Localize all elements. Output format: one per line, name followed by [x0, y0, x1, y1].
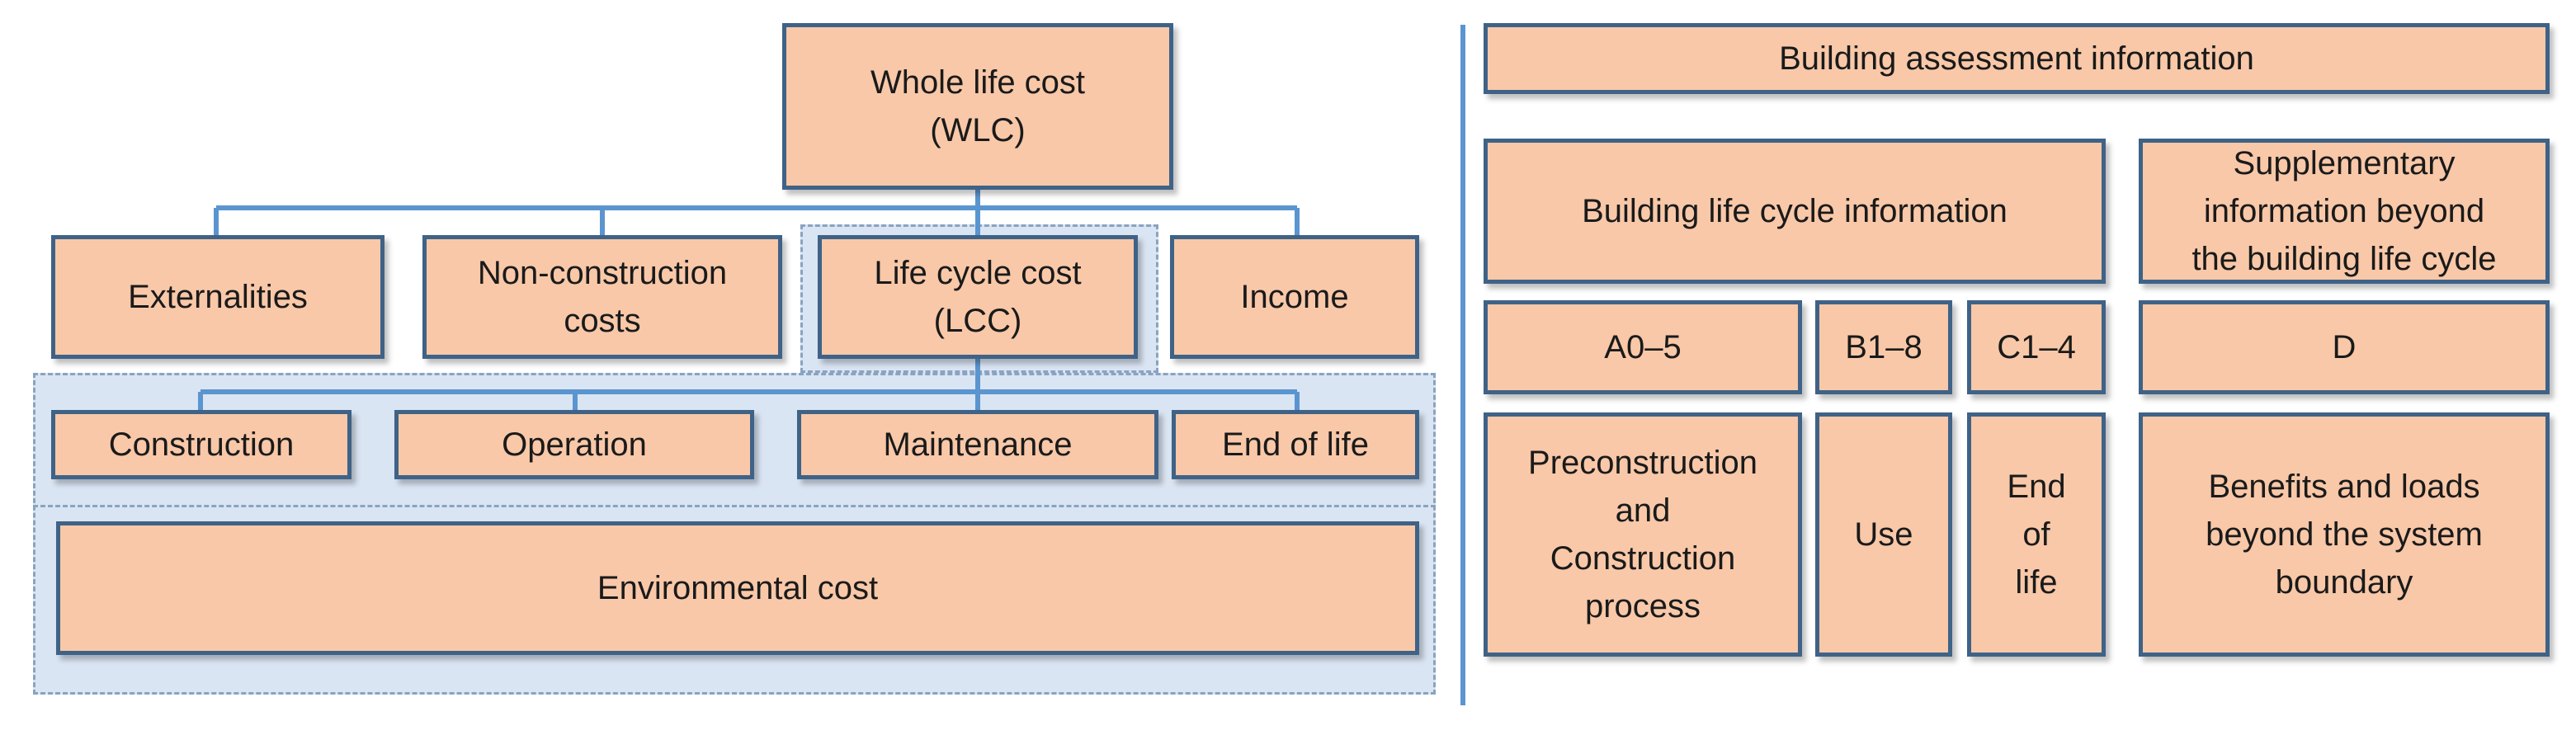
module-a-label: A0–5	[1604, 329, 1682, 365]
income-box: Income	[1170, 235, 1419, 359]
module-d-label: D	[2332, 329, 2357, 365]
environmental-cost-label: Environmental cost	[597, 570, 879, 606]
building-assessment-box: Building assessment information	[1484, 23, 2550, 94]
externalities-label: Externalities	[128, 279, 308, 315]
end-of-life-label: End of life	[1222, 426, 1369, 463]
end-of-life-stage-box: End of life	[1967, 412, 2106, 657]
module-b-box: B1–8	[1815, 300, 1952, 394]
module-c-box: C1–4	[1967, 300, 2106, 394]
operation-label: Operation	[502, 426, 647, 463]
supplementary-info-label: Supplementary information beyond the bui…	[2191, 145, 2497, 277]
life-cycle-cost-box: Life cycle cost (LCC)	[818, 235, 1138, 359]
supplementary-info-box: Supplementary information beyond the bui…	[2139, 139, 2550, 284]
life-cycle-cost-label: Life cycle cost (LCC)	[874, 255, 1082, 339]
maintenance-label: Maintenance	[883, 426, 1073, 463]
income-label: Income	[1240, 279, 1349, 315]
module-b-label: B1–8	[1845, 329, 1923, 365]
benefits-loads-label: Benefits and loads beyond the system bou…	[2206, 469, 2483, 601]
non-construction-costs-label: Non-construction costs	[477, 255, 728, 339]
use-label: Use	[1854, 516, 1913, 553]
non-construction-costs-box: Non-construction costs	[422, 235, 782, 359]
operation-box: Operation	[394, 410, 754, 479]
whole-life-cost-box: Whole life cost (WLC)	[782, 23, 1173, 190]
preconstruction-label: Preconstruction and Construction process	[1528, 445, 1757, 624]
construction-label: Construction	[108, 426, 295, 463]
end-of-life-box: End of life	[1172, 410, 1419, 479]
preconstruction-box: Preconstruction and Construction process	[1484, 412, 1802, 657]
benefits-loads-box: Benefits and loads beyond the system bou…	[2139, 412, 2550, 657]
building-assessment-label: Building assessment information	[1779, 40, 2254, 77]
vertical-divider	[1460, 25, 1465, 705]
environmental-region-divider	[33, 505, 1436, 507]
building-life-cycle-box: Building life cycle information	[1484, 139, 2106, 284]
use-box: Use	[1815, 412, 1952, 657]
module-a-box: A0–5	[1484, 300, 1802, 394]
construction-box: Construction	[51, 410, 351, 479]
maintenance-box: Maintenance	[797, 410, 1158, 479]
building-life-cycle-label: Building life cycle information	[1582, 193, 2007, 229]
environmental-cost-box: Environmental cost	[56, 521, 1419, 655]
externalities-box: Externalities	[51, 235, 385, 359]
module-c-label: C1–4	[1997, 329, 2076, 365]
whole-life-cost-label: Whole life cost (WLC)	[870, 64, 1086, 148]
module-d-box: D	[2139, 300, 2550, 394]
end-of-life-stage-label: End of life	[2007, 469, 2066, 601]
